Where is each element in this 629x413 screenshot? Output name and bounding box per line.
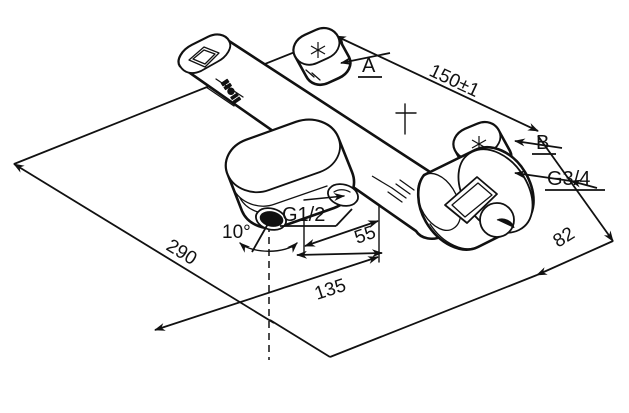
- callout-thread-g12-label: G1/2: [282, 204, 325, 226]
- dimension-55-label: 55: [352, 222, 379, 249]
- callout-ref-b: B: [514, 132, 563, 155]
- spout: [224, 118, 356, 230]
- dimension-150: 150±1: [335, 35, 539, 135]
- temperature-handle[interactable]: [292, 26, 352, 87]
- dimension-290-label: 290: [162, 235, 200, 269]
- dimension-82-label: 82: [550, 223, 579, 252]
- angle-10-indicator: 10°: [222, 221, 298, 253]
- cold-indicator-icon: [310, 42, 326, 58]
- angle-10-label: 10°: [222, 222, 251, 243]
- callout-ref-b-label: B: [536, 132, 549, 154]
- baseline-lower-right: [329, 274, 538, 358]
- valve-body-geometry: [177, 26, 535, 251]
- callout-thread-g34: G3/4: [514, 168, 605, 191]
- brand-mark: [220, 78, 242, 104]
- callout-ref-a-label: A: [362, 55, 376, 77]
- callout-thread-g12: G1/2: [280, 204, 353, 227]
- callout-thread-g34-label: G3/4: [547, 168, 590, 190]
- dimension-150-label: 150±1: [426, 61, 483, 102]
- flow-handle[interactable]: [416, 145, 535, 251]
- dimension-135-label: 135: [312, 275, 349, 305]
- center-tick-mark: [395, 103, 417, 135]
- dimension-82: 82: [536, 135, 614, 276]
- ribbed-collar: [371, 175, 415, 203]
- callout-ref-a: A: [340, 52, 391, 78]
- extension-line-upper-left: [13, 37, 331, 165]
- callout-labels: A B G3/4 G1/2: [280, 52, 605, 227]
- g12-leader-lines: [268, 193, 345, 226]
